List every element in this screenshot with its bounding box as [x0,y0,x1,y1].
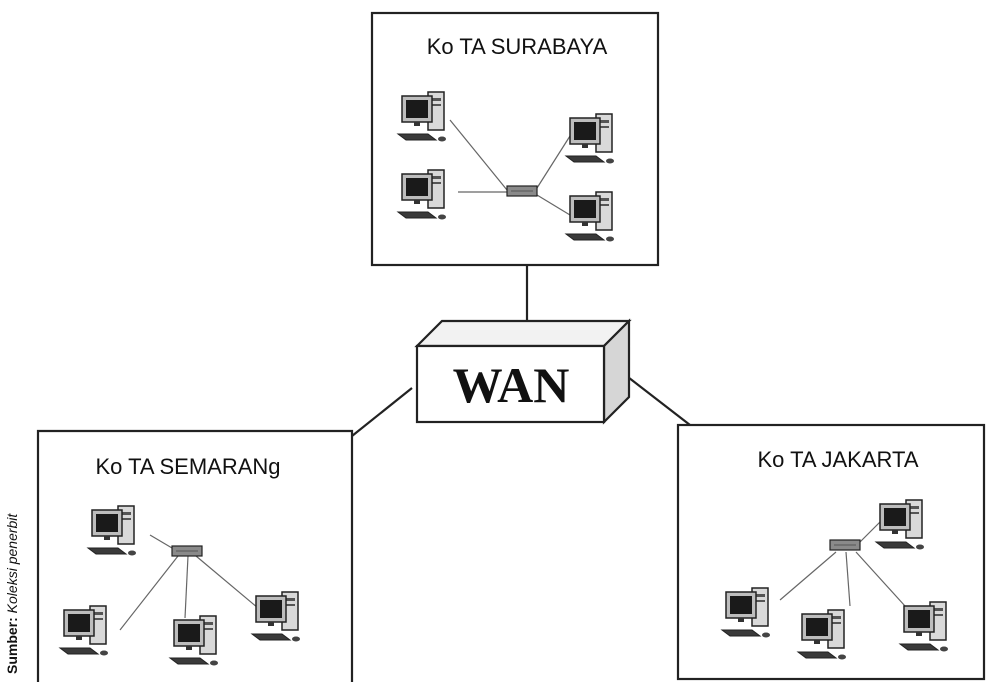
wan-links [351,265,691,437]
network-hub-icon [506,185,538,197]
wan-box: WAN [414,318,632,425]
network-hub-icon [171,545,203,557]
city-box-semarang: Ko TA SEMARANg [36,429,354,682]
city-box-surabaya: Ko TA SURABAYA [370,11,660,267]
city-label-surabaya: Ko TA SURABAYA [427,34,608,59]
link-semarang-wan [351,387,413,437]
wan-label: WAN [453,357,570,413]
city-box-jakarta: Ko TA JAKARTA [676,423,986,681]
city-label-jakarta: Ko TA JAKARTA [758,447,919,472]
source-key: Sumber: [4,617,20,674]
link-jakarta-wan [623,373,691,426]
source-value: Koleksi penerbit [4,513,20,614]
source-credit: Sumber: Koleksi penerbit [4,514,20,674]
network-hub-icon [829,539,861,551]
city-label-semarang: Ko TA SEMARANg [95,454,280,479]
